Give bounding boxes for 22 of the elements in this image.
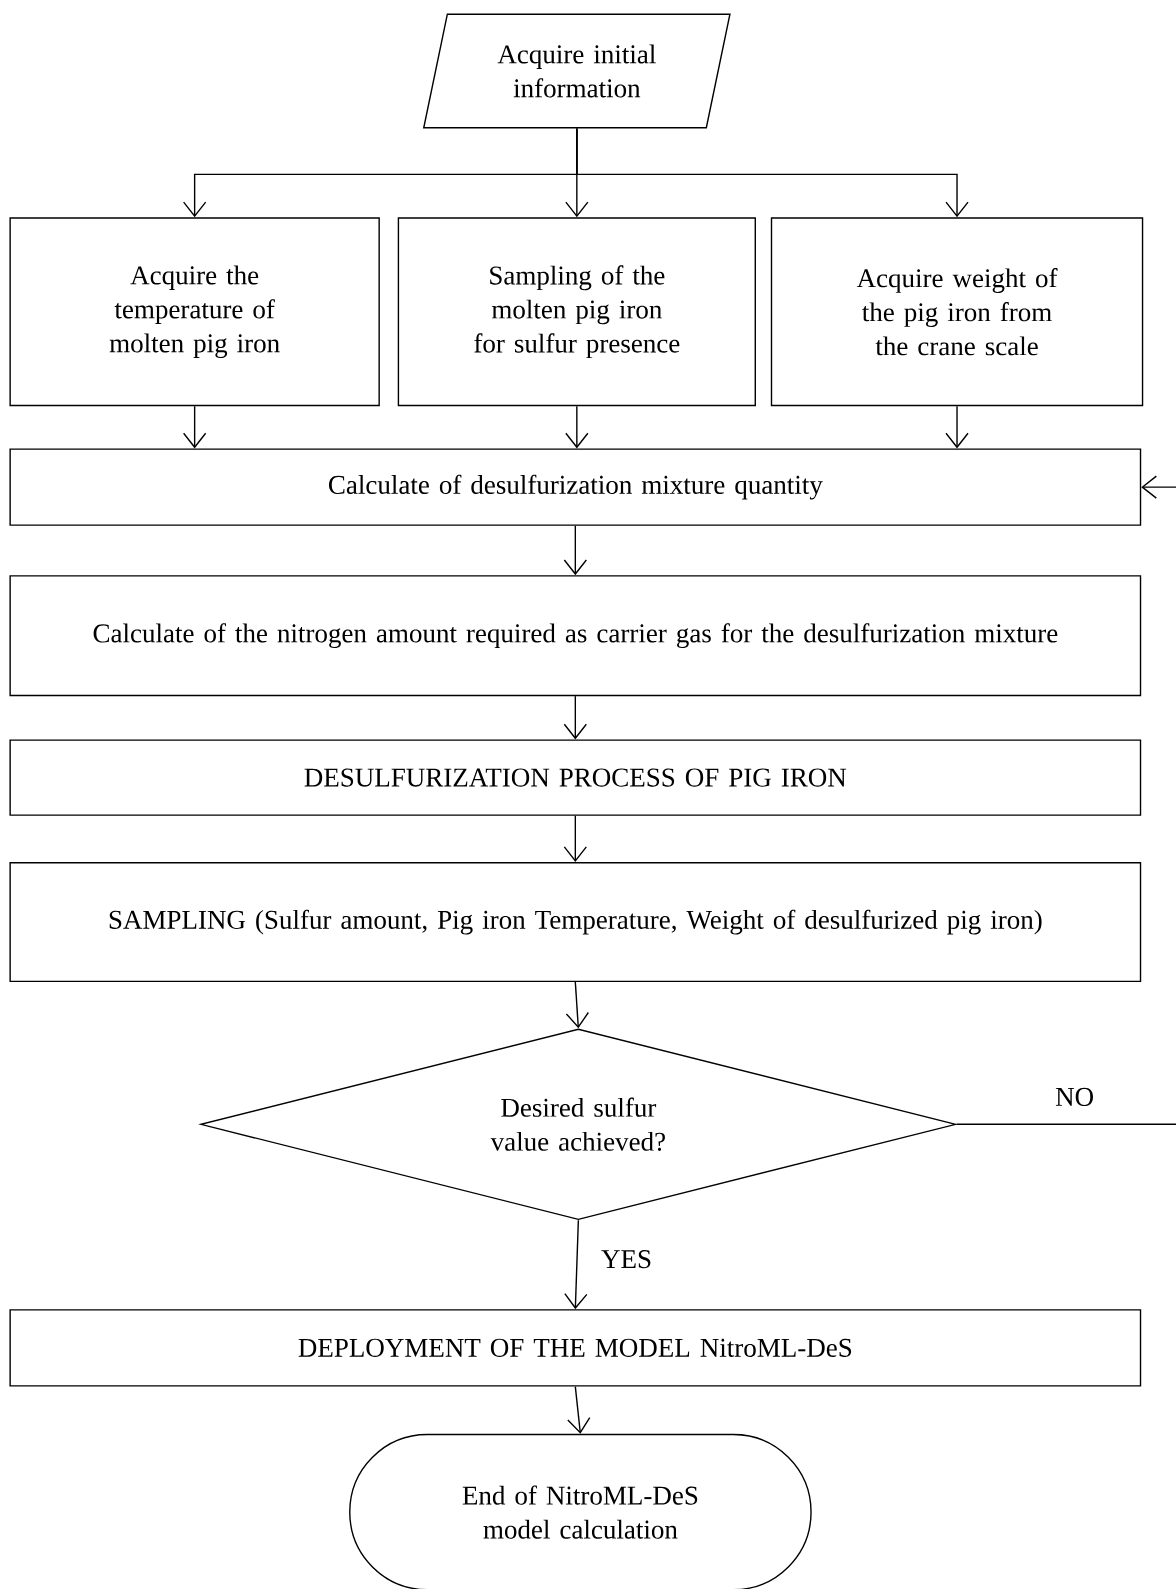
process-box: DESULFURIZATION PROCESS OF PIG IRON (9, 739, 1142, 816)
arrow (576, 127, 969, 218)
arrow (565, 981, 590, 1029)
process-box: Sampling of the molten pig iron for sulfur presence (397, 217, 756, 407)
arrow (564, 1219, 588, 1310)
process-box: Calculate of desulfurization mixture quantity (9, 448, 1142, 526)
arrow (565, 405, 589, 449)
arrow (945, 405, 969, 449)
arrow (956, 475, 1176, 1125)
edge-label: YES (597, 1246, 656, 1273)
arrow (182, 405, 207, 449)
process-box: Calculate of the nitrogen amount required as carrier gas for the desulfurization mixture (9, 575, 1142, 697)
terminal-stadium: End of NitroML-DeS model calculation (349, 1433, 812, 1589)
arrow (563, 815, 588, 863)
arrow (563, 525, 588, 576)
process-box: Acquire weight of the pig iron from the crane scale (770, 217, 1144, 407)
arrow (563, 695, 588, 740)
edge-label: NO (1051, 1083, 1099, 1110)
process-box: Acquire the temperature of molten pig iron (9, 217, 380, 407)
arrow (567, 1385, 591, 1434)
process-box: SAMPLING (Sulfur amount, Pig iron Temperature, Weight of desulfurized pig iron) (9, 862, 1142, 983)
process-box: DEPLOYMENT OF THE MODEL NitroML-DeS (9, 1309, 1142, 1387)
